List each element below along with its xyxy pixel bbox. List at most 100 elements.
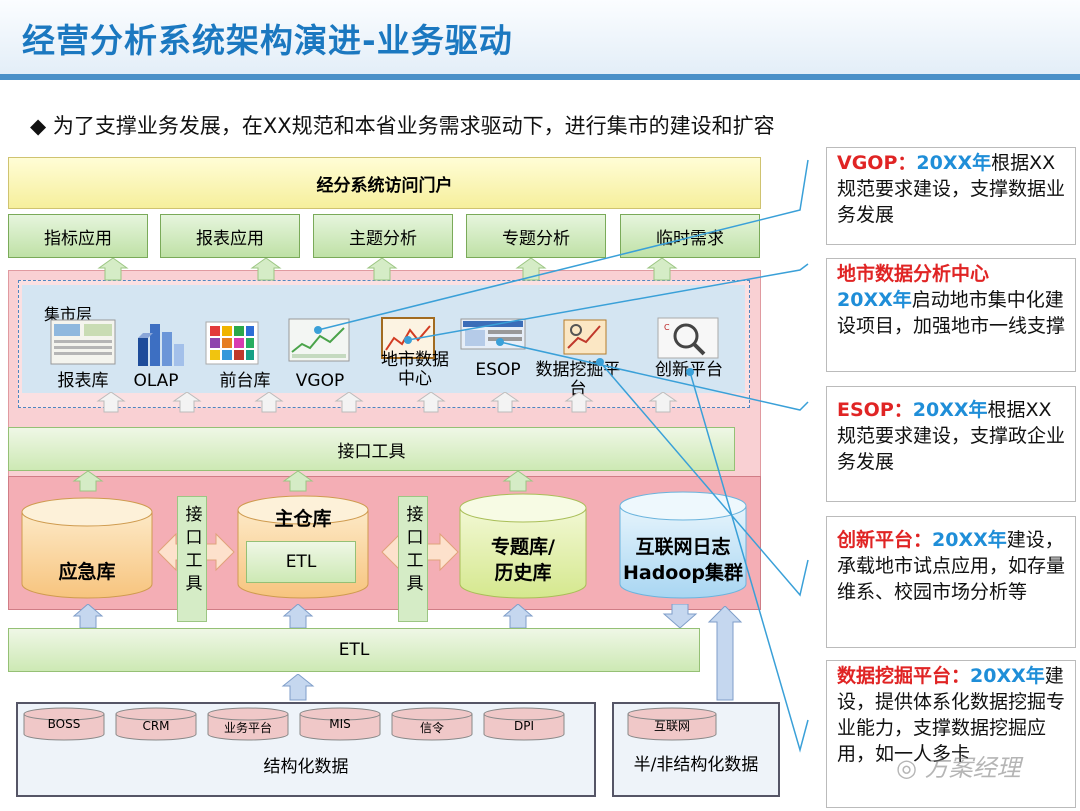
- report-db-icon: [50, 319, 116, 365]
- wechat-icon: ◎: [896, 754, 917, 782]
- up-arrow-icon: [366, 258, 398, 281]
- note-mining-year: 20XX年: [970, 665, 1045, 687]
- note-mining-head: 数据挖掘平台：: [837, 665, 971, 687]
- up-arrow-icon: [254, 392, 284, 413]
- up-arrow-icon: [502, 604, 534, 629]
- up-arrow-icon: [250, 258, 282, 281]
- note-data-mining: 数据挖掘平台：20XX年建设，提供体系化数据挖掘专业能力，支撑数据挖掘应用，如一…: [826, 660, 1076, 808]
- mart-item-esop: ESOP: [475, 360, 521, 380]
- up-arrows-warehouse: [72, 471, 534, 492]
- up-arrows-mart: [96, 392, 678, 413]
- source-biz-platform: 业务平台: [223, 721, 272, 735]
- note-city-head: 地市数据分析中心: [837, 263, 990, 285]
- esop-icon: [460, 318, 526, 350]
- topic-db-label-line1: 专题库/: [491, 536, 555, 558]
- source-crm: CRM: [142, 719, 170, 733]
- app-subject: 主题分析: [313, 214, 453, 258]
- watermark-text: 方案经理: [924, 754, 1021, 782]
- intro-bullet: ◆ 为了支撑业务发展，在XX规范和本省业务需求驱动下，进行集市的建设和扩容: [30, 114, 775, 138]
- topic-db-label-line2: 历史库: [494, 562, 552, 584]
- note-vgop-year: 20XX年: [916, 152, 992, 174]
- up-arrow-icon: [72, 604, 104, 629]
- up-arrow-icon: [282, 604, 314, 629]
- topic-db-cylinder: [459, 493, 587, 599]
- app-special: 专题分析: [466, 214, 606, 258]
- mart-item-city: 地市数据中心: [381, 350, 449, 389]
- up-arrows-top: [97, 258, 678, 281]
- up-arrow-icon: [97, 258, 129, 281]
- interface-tool-bar: 接口工具: [8, 427, 735, 471]
- mart-item-report: 报表库: [57, 371, 109, 391]
- innovation-icon: C: [657, 317, 719, 359]
- structured-data-label: 结构化数据: [263, 757, 349, 777]
- portal-box: 经分系统访问门户: [8, 157, 761, 209]
- page-title: 经营分析系统架构演进-业务驱动: [22, 21, 513, 60]
- source-signaling: 信令: [419, 721, 444, 735]
- note-city-body: 启动地市集中化建设项目，加强地市一线支撑: [837, 289, 1066, 337]
- note-esop-head: ESOP：: [837, 399, 913, 421]
- source-mis: MIS: [329, 717, 351, 731]
- title-bar: 经营分析系统架构演进-业务驱动: [0, 0, 1080, 80]
- up-arrow-icon: [490, 392, 520, 413]
- connector-interface-tool-2: 接口工具: [398, 496, 428, 622]
- callout-line-vgop: [317, 159, 809, 331]
- svg-text:C: C: [664, 323, 670, 332]
- note-vgop-body: 根据XX规范要求建设，支撑数据业务发展: [837, 152, 1066, 226]
- hadoop-label-line2: Hadoop集群: [622, 562, 744, 584]
- up-arrow-icon: [564, 392, 594, 413]
- hadoop-cylinder: [619, 491, 747, 599]
- app-indicator: 指标应用: [8, 214, 148, 258]
- note-innov-head: 创新平台：: [837, 529, 933, 551]
- main-warehouse-label: 主仓库: [274, 508, 332, 530]
- emergency-db-label: 应急库: [58, 561, 116, 583]
- up-arrow-icon: [648, 392, 678, 413]
- note-mining-body: 建设，提供体系化数据挖掘专业能力，支撑数据挖掘应用，如一人多卡: [837, 665, 1066, 765]
- up-arrow-icon: [502, 471, 534, 492]
- note-esop-year: 20XX年: [912, 399, 988, 421]
- up-arrow-icon: [334, 392, 364, 413]
- note-innovation: 创新平台：20XX年建设，承载地市试点应用，如存量维系、校园市场分析等: [826, 516, 1076, 648]
- note-esop-body: 根据XX规范要求建设，支撑政企业务发展: [837, 399, 1066, 473]
- hadoop-label: 互联网日志 Hadoop集群: [612, 534, 754, 586]
- note-innov-body: 建设，承载地市试点应用，如存量维系、校园市场分析等: [837, 529, 1066, 603]
- mart-item-vgop: VGOP: [295, 371, 345, 391]
- app-adhoc: 临时需求: [620, 214, 760, 258]
- watermark: ◎ 方案经理: [896, 748, 1021, 783]
- connector-2-label: 接口工具: [402, 505, 423, 597]
- mart-item-olap: OLAP: [133, 371, 179, 391]
- up-arrow-icon: [172, 392, 202, 413]
- tall-up-arrow-icon: [707, 606, 743, 701]
- connector-interface-tool-1: 接口工具: [177, 496, 207, 622]
- source-cylinders: [23, 707, 717, 741]
- note-vgop-head: VGOP：: [837, 152, 917, 174]
- up-arrow-icon: [72, 471, 104, 492]
- front-db-icon: [205, 321, 259, 365]
- up-arrow-icon: [96, 392, 126, 413]
- connector-1-label: 接口工具: [181, 505, 202, 597]
- data-mining-icon: [563, 319, 607, 355]
- intro-text: 为了支撑业务发展，在XX规范和本省业务需求驱动下，进行集市的建设和扩容: [52, 114, 775, 138]
- hadoop-label-line1: 互联网日志: [635, 536, 731, 558]
- callout-line-innovation: [599, 361, 809, 597]
- callout-line-city: [407, 263, 809, 341]
- etl-bar: ETL: [8, 628, 700, 672]
- main-etl-box: ETL: [246, 541, 356, 583]
- source-internet: 互联网: [653, 719, 690, 733]
- note-esop: ESOP：20XX年根据XX规范要求建设，支撑政企业务发展: [826, 386, 1076, 502]
- mart-label: 集市层: [44, 305, 93, 324]
- mart-item-front: 前台库: [219, 371, 271, 391]
- callout-line-mining: [689, 371, 809, 753]
- olap-icon: [138, 324, 184, 366]
- callout-line-esop: [499, 341, 809, 411]
- callout-lines: [314, 159, 809, 753]
- source-dpi: DPI: [513, 719, 534, 733]
- unstructured-data-label: 半/非结构化数据: [633, 755, 759, 775]
- topic-db-label: 专题库/ 历史库: [458, 534, 588, 586]
- note-innov-year: 20XX年: [932, 529, 1007, 551]
- etl-up-arrows: [72, 604, 698, 629]
- source-boss: BOSS: [47, 717, 81, 731]
- up-arrow-icon: [646, 258, 678, 281]
- down-arrow-icon: [662, 604, 698, 629]
- vgop-icon: [288, 318, 350, 362]
